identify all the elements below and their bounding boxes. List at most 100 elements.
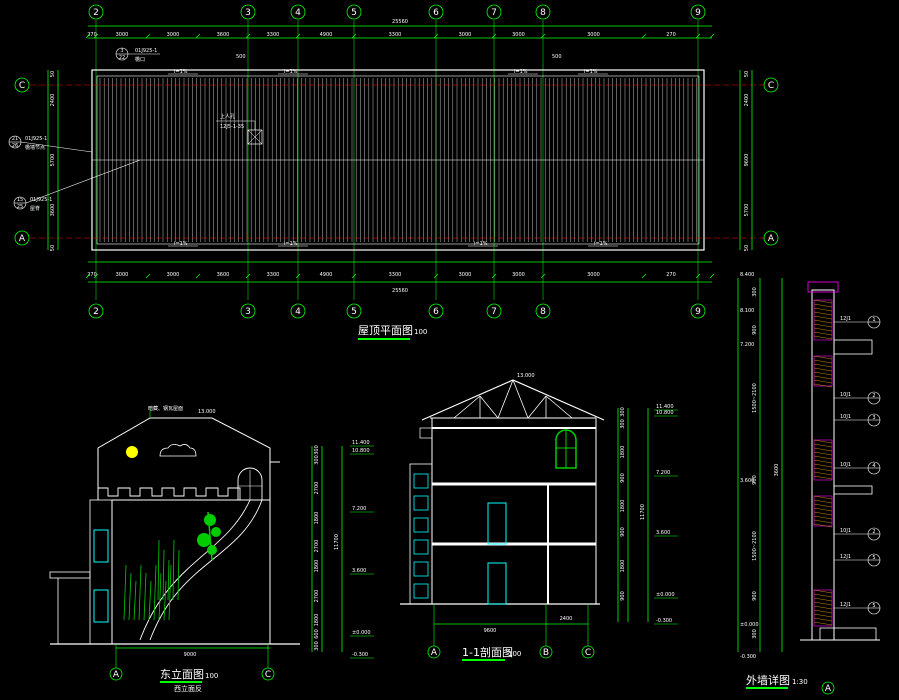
vertical-dim: 1800 [314, 512, 320, 525]
vertical-dim: 2700 [314, 540, 320, 553]
svg-text:9: 9 [695, 8, 701, 18]
roof-bottom-axis-bubble: 7 [486, 303, 502, 319]
svg-text:12J1: 12J1 [840, 554, 851, 560]
roof-bottom-axis-bubble: 2 [88, 303, 104, 319]
dim-text: 270 [87, 32, 97, 38]
detail-hatching [813, 299, 833, 627]
detail-vertical-dim: 300 [752, 629, 758, 639]
vertical-dim: 2700 [314, 590, 320, 603]
dim-tick [145, 33, 151, 39]
grass-blade [162, 549, 165, 601]
east-tree-decoration [197, 511, 221, 561]
svg-text:25: 25 [17, 204, 23, 210]
svg-text:22: 22 [119, 55, 125, 61]
svg-text:10J1: 10J1 [840, 462, 851, 468]
east-path-curve-2 [139, 499, 251, 641]
svg-text:A: A [825, 684, 832, 694]
detail-elevation-mark: 7.200 [740, 342, 754, 348]
dim-tick [145, 273, 151, 279]
svg-text:A: A [113, 670, 120, 680]
detail-elevation-marks: 8.4008.1007.2003.600±0.000-0.30030090015… [740, 272, 780, 660]
dim-text: 3000 [587, 32, 600, 38]
slope-mark: i=1% [508, 69, 538, 75]
east-grass-decoration [123, 539, 180, 621]
dim-text: 270 [87, 272, 97, 278]
dim-text: 270 [666, 32, 676, 38]
dim-text: 3000 [116, 272, 129, 278]
svg-text:10J1: 10J1 [840, 392, 851, 398]
svg-text:i=1%: i=1% [474, 241, 488, 247]
dim-tick [641, 273, 647, 279]
svg-text:A: A [768, 234, 775, 244]
overall-dim-top: 25560 [392, 19, 408, 25]
section-truss-web [453, 379, 573, 419]
svg-text:檐墙节点: 檐墙节点 [25, 144, 45, 151]
slope-mark: i=1% [468, 241, 498, 247]
slope-mark: i=1% [278, 69, 308, 75]
elevation-mark: ±0.000 [656, 592, 675, 598]
detail-elevation-mark: 8.400 [740, 272, 754, 278]
svg-text:C: C [265, 670, 271, 680]
roof-bottom-axis-bubble: 6 [428, 303, 444, 319]
grass-blade [143, 572, 147, 621]
svg-text:3: 3 [245, 8, 251, 18]
left-side-dim: 3600 [50, 204, 56, 217]
roof-top-axis-bubble: 2 [88, 4, 104, 20]
detail-total-dim: 3600 [774, 464, 780, 477]
dim-text: 3000 [512, 32, 525, 38]
detail-vertical-dim: 1500~2100 [752, 383, 758, 413]
svg-text:7: 7 [491, 8, 497, 18]
dim-tick [709, 273, 715, 279]
roof-top-axis-bubble: 7 [486, 4, 502, 20]
bay-glazing-panel [413, 539, 429, 555]
section-top-elevation: 13.000 [517, 373, 535, 379]
svg-text:01J925-1: 01J925-1 [30, 197, 52, 203]
detail-vertical-dim: 900 [752, 325, 758, 335]
wall-hatch-block [813, 439, 833, 481]
wall-hatch-block [813, 495, 833, 528]
dim-tick [295, 273, 301, 279]
dim-tick [195, 33, 201, 39]
dim-text: 270 [666, 272, 676, 278]
slope-mark: i=1% [278, 241, 308, 247]
dim-tick [195, 273, 201, 279]
right-side-dim: 50 [744, 71, 750, 77]
dim-text: 3000 [167, 272, 180, 278]
svg-text:A: A [431, 648, 438, 658]
svg-text:15: 15 [17, 197, 23, 203]
east-elevation-subtitle: 西立面反 [174, 684, 202, 693]
svg-text:C: C [585, 648, 591, 658]
svg-text:i=1%: i=1% [584, 69, 598, 75]
section-bay-glazing [413, 473, 429, 599]
svg-text:10J1: 10J1 [840, 528, 851, 534]
svg-text:2: 2 [872, 529, 875, 535]
detail-parapet-cap [807, 281, 839, 293]
axis-bubble-c-right: C [763, 77, 779, 93]
axis-bubble-a-right: A [763, 230, 779, 246]
svg-text:3: 3 [245, 307, 251, 317]
detail-elevation-mark: 3.600 [740, 478, 754, 484]
dim-tick [85, 273, 91, 279]
svg-text:1: 1 [872, 317, 875, 323]
detail-vertical-dim: 900 [752, 591, 758, 601]
wall-detail-title: 外墙详图 [746, 673, 790, 687]
vertical-dim: 900 [620, 527, 626, 537]
section-1-1: 13.000 11.40010.8007.2003.600±0.000-0.30… [400, 373, 678, 661]
ref-note-eave-wall: 21 26 01J925-1 檐墙节点 [8, 135, 93, 153]
truss-member [497, 379, 514, 419]
grass-blade [158, 572, 162, 621]
overall-dim-bottom: 25560 [392, 288, 408, 294]
dim-text: 3300 [389, 272, 402, 278]
slope-mark: i=1% [168, 69, 198, 75]
right-side-dim: 5700 [744, 204, 750, 217]
east-roof-note: 暗藏、钢瓦屋面 [148, 405, 183, 412]
svg-text:屋脊: 屋脊 [30, 205, 40, 212]
detail-elevation-mark: ±0.000 [740, 622, 759, 628]
elevation-mark: 3.600 [656, 530, 670, 536]
right-side-dim: 9600 [744, 154, 750, 167]
vertical-dim: 300 [314, 641, 320, 651]
